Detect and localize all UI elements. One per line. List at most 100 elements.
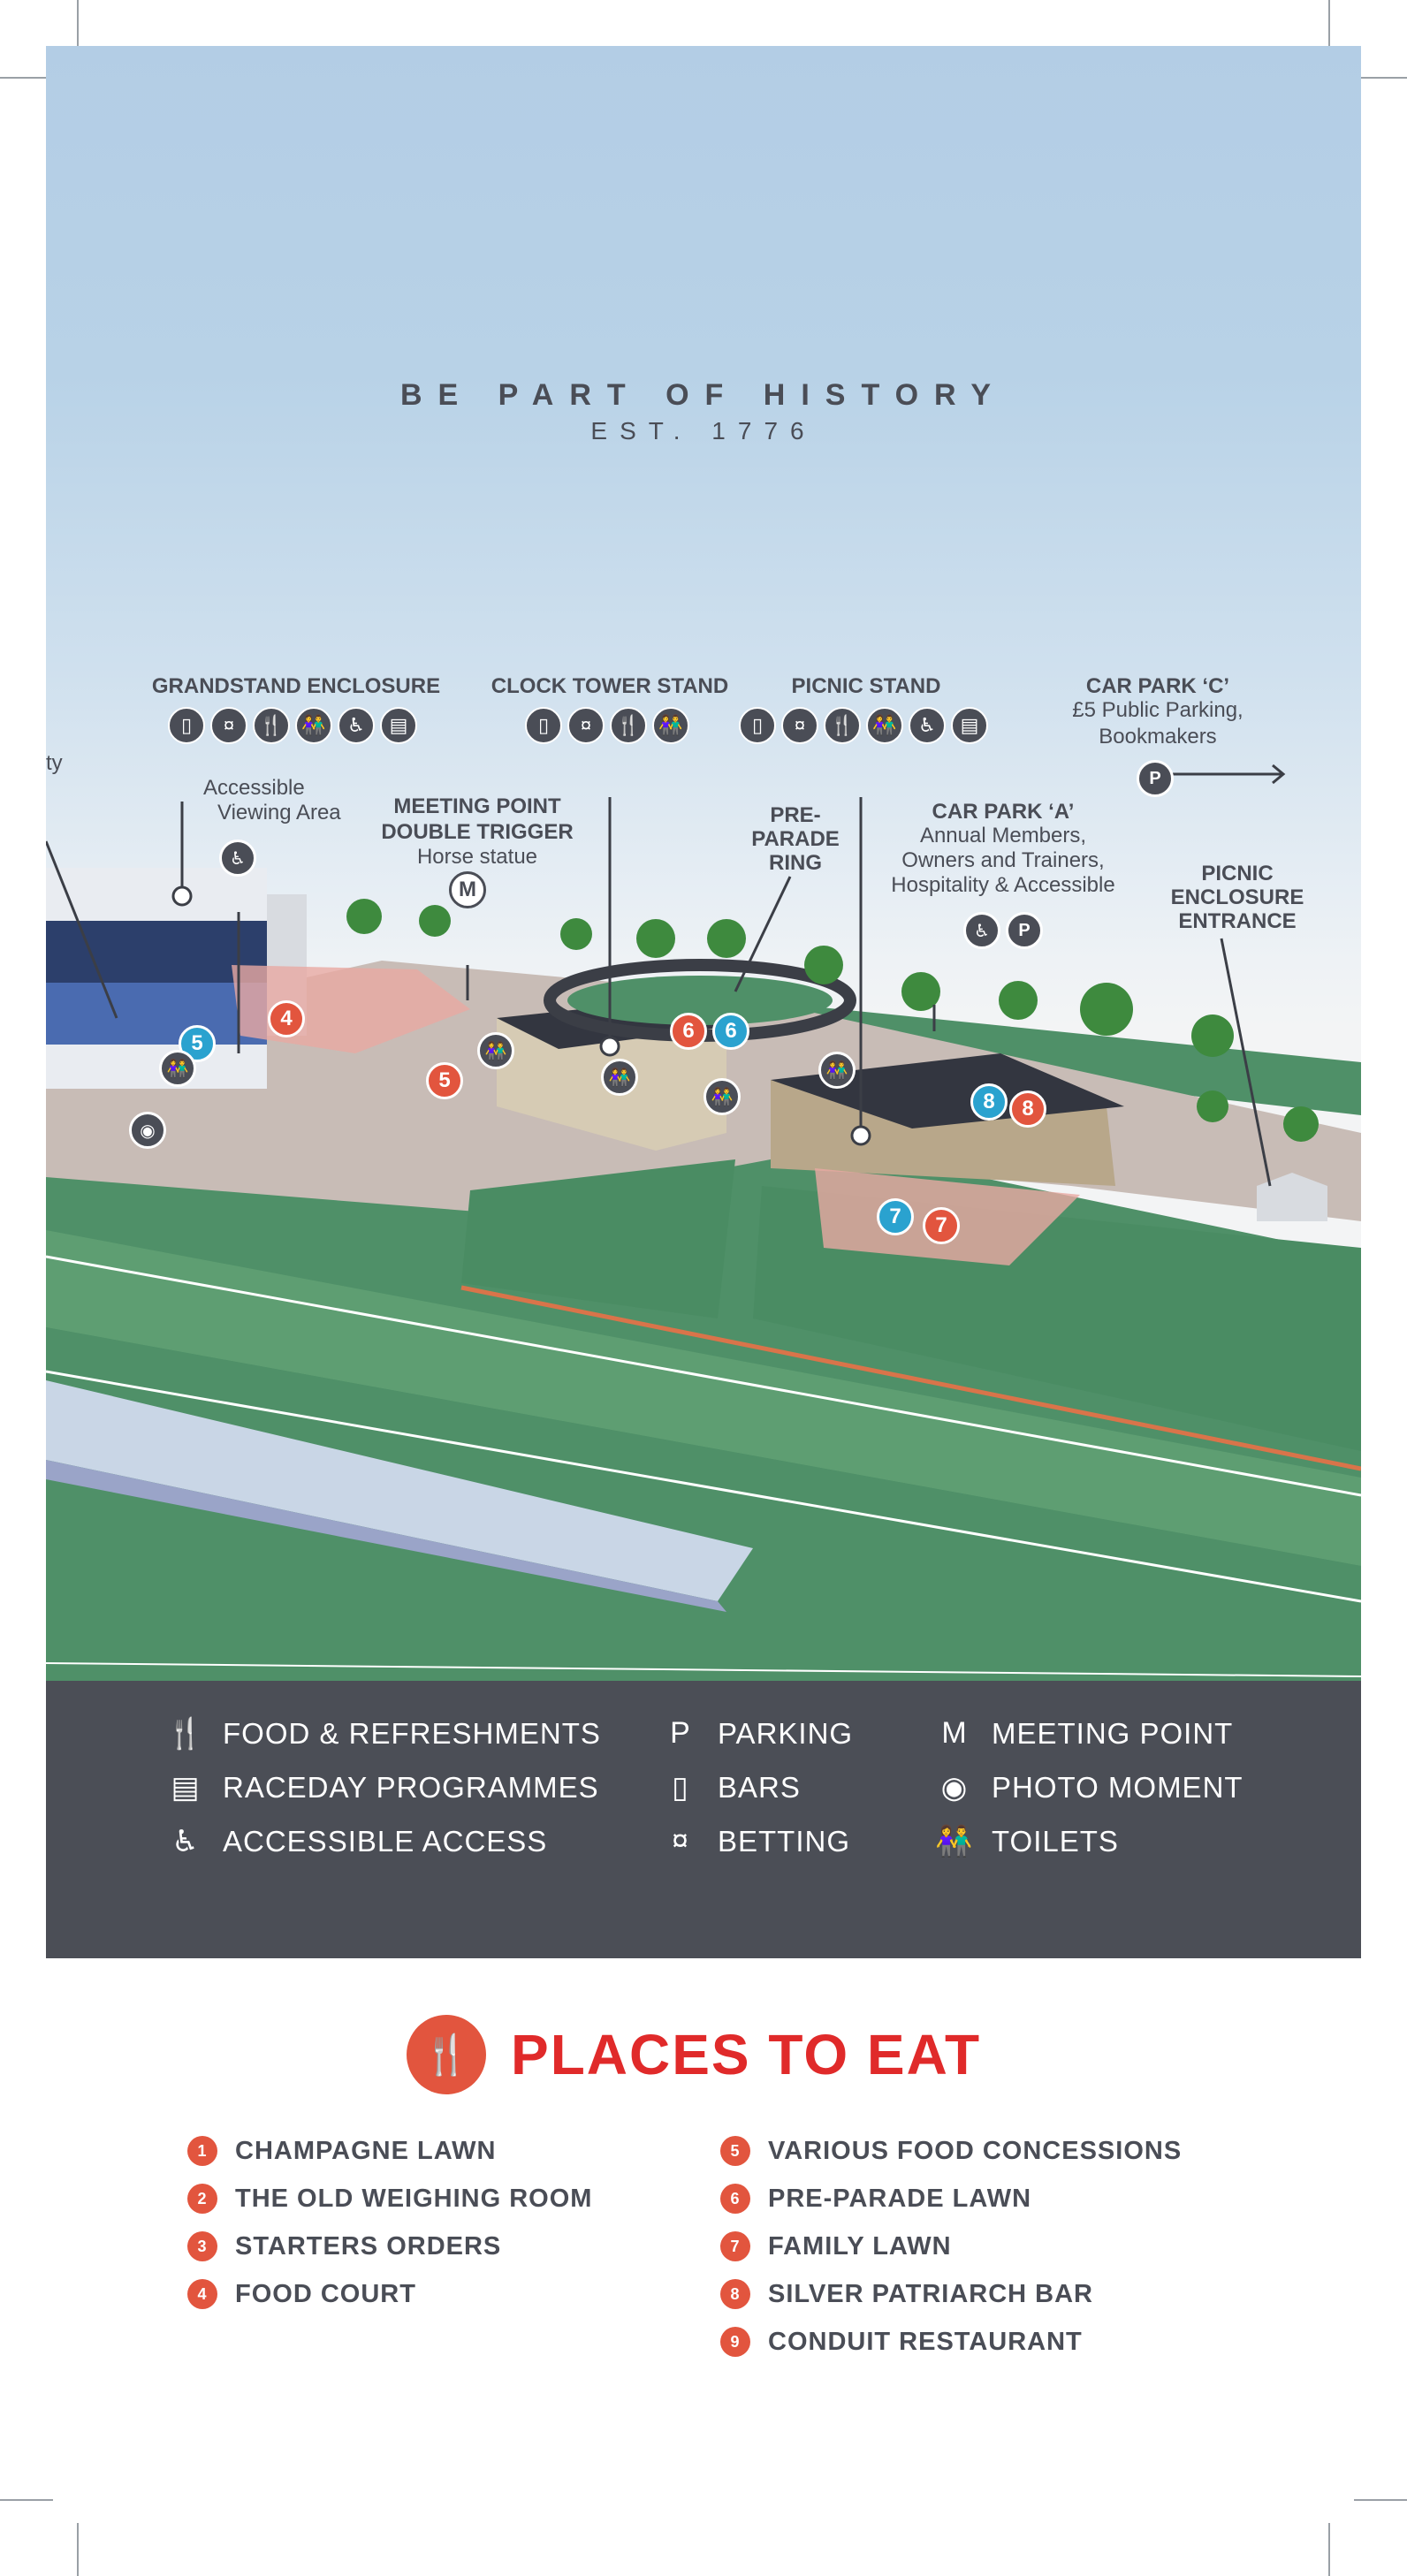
toilets-icon: 👫 bbox=[159, 1050, 196, 1087]
toilets-icon: 👫 bbox=[601, 1059, 638, 1096]
legend-item: ◉ PHOTO MOMENT bbox=[930, 1770, 1243, 1805]
programme-icon: ▤ bbox=[171, 1771, 201, 1805]
car-park-a-line2: Owners and Trainers, bbox=[901, 848, 1105, 872]
hero-subtitle: EST. 1776 bbox=[590, 417, 817, 445]
crop-mark bbox=[1328, 0, 1330, 53]
map-legend: 🍴 FOOD & REFRESHMENTS ▤ RACEDAY PROGRAMMES ♿… bbox=[46, 1681, 1361, 1958]
legend-label: BARS bbox=[718, 1771, 801, 1804]
programme-icon: ▤ bbox=[380, 707, 417, 744]
eat-number-badge: 6 bbox=[720, 2184, 750, 2214]
clock-tower-label: CLOCK TOWER STAND bbox=[491, 674, 729, 698]
toilets-icon: 👫 bbox=[295, 707, 332, 744]
eat-list-item: 5 VARIOUS FOOD CONCESSIONS bbox=[720, 2136, 1182, 2166]
legend-label: RACEDAY PROGRAMMES bbox=[223, 1771, 599, 1804]
grandstand-label: GRANDSTAND ENCLOSURE bbox=[151, 674, 441, 698]
eat-number-badge: 2 bbox=[187, 2184, 217, 2214]
toilets-icon: 👫 bbox=[477, 1032, 514, 1069]
car-park-c-line1: £5 Public Parking, bbox=[1072, 698, 1243, 722]
legend-label: MEETING POINT bbox=[992, 1716, 1234, 1750]
crop-mark bbox=[77, 0, 79, 53]
toilets-icon: 👫 bbox=[866, 707, 903, 744]
accessible-icon: ♿ bbox=[219, 840, 256, 877]
eat-list-item: 2 THE OLD WEIGHING ROOM bbox=[187, 2184, 592, 2214]
map-pin-8[interactable]: 8 bbox=[1009, 1090, 1046, 1128]
edge-text: ty bbox=[46, 751, 63, 775]
toilets-icon: 👫 bbox=[818, 1052, 856, 1089]
legend-item: M MEETING POINT bbox=[930, 1716, 1233, 1751]
eat-place-name: CONDUIT RESTAURANT bbox=[768, 2327, 1083, 2356]
pre-parade-line1: PRE- bbox=[770, 803, 821, 827]
picnic-entrance-line3: ENTRANCE bbox=[1178, 909, 1297, 933]
food-icon: 🍴 bbox=[610, 707, 647, 744]
map-pin-6[interactable]: 6 bbox=[712, 1013, 749, 1050]
clock-tower-amenities: ▯¤🍴👫 bbox=[525, 707, 689, 744]
grandstand-amenities: ▯¤🍴👫♿▤ bbox=[168, 707, 417, 744]
crop-mark bbox=[1354, 2499, 1407, 2501]
betting-icon: ¤ bbox=[210, 707, 247, 744]
betting-icon: ¤ bbox=[567, 707, 605, 744]
legend-item: ▯ BARS bbox=[656, 1770, 801, 1805]
car-park-a-line3: Hospitality & Accessible bbox=[891, 873, 1115, 897]
map-pin-4[interactable]: 4 bbox=[268, 1000, 305, 1037]
camera-icon[interactable]: ◉ bbox=[129, 1112, 166, 1149]
bar-icon: ▯ bbox=[525, 707, 562, 744]
legend-item: 👫TOILETS bbox=[930, 1824, 1119, 1859]
crop-mark bbox=[0, 77, 53, 79]
accessible-icon: ♿ bbox=[171, 1825, 200, 1858]
crop-mark bbox=[1354, 77, 1407, 79]
map-pin-7[interactable]: 7 bbox=[877, 1198, 914, 1235]
bar-icon: ▯ bbox=[672, 1771, 689, 1805]
eat-list-item: 6 PRE-PARADE LAWN bbox=[720, 2184, 1031, 2214]
places-to-eat-title: PLACES TO EAT bbox=[511, 2023, 982, 2086]
legend-item: 🍴 FOOD & REFRESHMENTS bbox=[161, 1716, 601, 1752]
parking-icon: P bbox=[670, 1716, 691, 1750]
car-park-c-line2: Bookmakers bbox=[1099, 725, 1217, 748]
programme-icon: ▤ bbox=[951, 707, 988, 744]
car-park-a-line1: Annual Members, bbox=[919, 824, 1087, 847]
legend-label: FOOD & REFRESHMENTS bbox=[223, 1717, 601, 1750]
legend-label: PHOTO MOMENT bbox=[992, 1771, 1243, 1804]
map-pin-8[interactable]: 8 bbox=[970, 1083, 1008, 1121]
betting-icon: ¤ bbox=[781, 707, 818, 744]
meeting-point-line1: MEETING POINT bbox=[393, 794, 561, 818]
crop-mark bbox=[0, 2499, 53, 2501]
food-icon: 🍴 bbox=[253, 707, 290, 744]
picnic-stand-amenities: ▯¤🍴👫♿▤ bbox=[739, 707, 988, 744]
camera-icon: ◉ bbox=[940, 1771, 969, 1805]
legend-item: ▤ RACEDAY PROGRAMMES bbox=[161, 1770, 599, 1805]
car-park-c-title: CAR PARK ‘C’ bbox=[1085, 674, 1230, 698]
toilets-icon: 👫 bbox=[652, 707, 689, 744]
eat-place-name: THE OLD WEIGHING ROOM bbox=[235, 2184, 593, 2213]
eat-place-name: STARTERS ORDERS bbox=[235, 2231, 502, 2261]
eat-place-name: PRE-PARADE LAWN bbox=[768, 2184, 1032, 2213]
map-pin-7[interactable]: 7 bbox=[923, 1207, 960, 1244]
meeting-point-icon: M bbox=[449, 871, 486, 908]
meeting-point-line2: DOUBLE TRIGGER bbox=[381, 820, 574, 844]
map-pin-5[interactable]: 5 bbox=[426, 1062, 463, 1099]
legend-label: TOILETS bbox=[992, 1825, 1119, 1858]
eat-place-name: FOOD COURT bbox=[235, 2279, 416, 2308]
pre-parade-line2: PARADE bbox=[751, 827, 840, 851]
legend-label: BETTING bbox=[718, 1824, 851, 1858]
accessible-icon: ♿ bbox=[909, 707, 946, 744]
eat-place-name: VARIOUS FOOD CONCESSIONS bbox=[768, 2136, 1183, 2165]
accessible-icon: ♿ bbox=[338, 707, 375, 744]
legend-label: ACCESSIBLE ACCESS bbox=[223, 1825, 548, 1858]
accessible-viewing-line2: Viewing Area bbox=[217, 801, 341, 824]
map-pin-6[interactable]: 6 bbox=[670, 1013, 707, 1050]
picnic-entrance-line2: ENCLOSURE bbox=[1170, 885, 1304, 909]
crop-mark bbox=[1328, 2523, 1330, 2576]
meeting-point-icon: M bbox=[941, 1716, 968, 1750]
car-park-a-title: CAR PARK ‘A’ bbox=[932, 800, 1075, 824]
crop-mark bbox=[77, 2523, 79, 2576]
toilets-icon: 👫 bbox=[704, 1078, 741, 1115]
meeting-point-line3: Horse statue bbox=[416, 845, 538, 869]
parking-icon: P bbox=[1006, 912, 1043, 949]
eat-number-badge: 5 bbox=[720, 2136, 750, 2166]
food-icon: 🍴 bbox=[166, 1717, 205, 1751]
legend-item: ¤BETTING bbox=[656, 1824, 850, 1858]
